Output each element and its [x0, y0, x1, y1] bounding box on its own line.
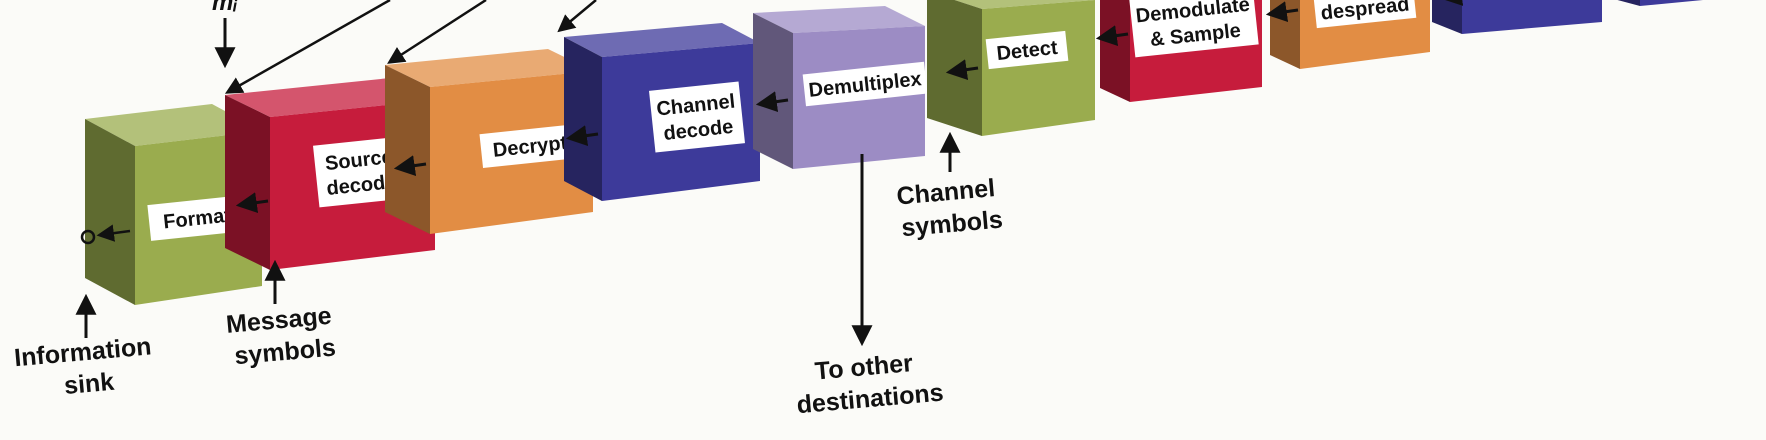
cube-chain: FormatSourcedecodeDecryptChanneldecodeDe… — [85, 0, 1703, 305]
cube-label-box — [985, 30, 1069, 70]
cube-front-face — [1640, 0, 1703, 6]
annotation-information-sink: Information sink — [13, 293, 162, 404]
cube-top-face — [225, 78, 435, 117]
flow-arrow — [393, 155, 427, 177]
feedback-line-format — [224, 0, 391, 94]
cube-top-face — [385, 49, 593, 87]
svg-text:Information sink: Information sink — [13, 332, 162, 404]
cube-demultiplex: Demultiplex — [753, 6, 928, 169]
message-symbols-line-2: symbols — [233, 334, 336, 371]
feedback-line-source-decode — [387, 0, 487, 64]
cube-front-face — [982, 0, 1095, 136]
channel-symbols-line-2: symbols — [900, 206, 1003, 243]
information-sink-line-2: sink — [63, 368, 115, 400]
cube-label-box — [649, 81, 745, 153]
flow-arrow — [755, 91, 789, 113]
cube-label-box — [1313, 0, 1417, 29]
information-sink-terminal — [80, 224, 131, 245]
feedback-lines — [224, 0, 597, 94]
svg-text:Channel symbols: Channel symbols — [895, 173, 1005, 242]
cube-label-box — [802, 61, 928, 107]
cube-top-face — [753, 6, 925, 33]
cube-source-decode: Sourcedecode — [225, 78, 435, 270]
cube-label-box — [147, 195, 247, 241]
cube-side-face — [1617, 0, 1640, 6]
channel-symbols-line-1: Channel — [895, 174, 996, 210]
cube-despread: despread — [1270, 0, 1430, 69]
feedback-line-decrypt — [557, 0, 597, 33]
svg-text:Message symbols: Message symbols — [225, 301, 342, 371]
cube-top-face — [564, 23, 760, 57]
cube-label-box — [479, 123, 581, 169]
cube-label-box — [313, 136, 407, 208]
cube-side-face — [564, 37, 602, 201]
cube-detect: Detect — [927, 0, 1095, 136]
to-other-destinations-line-1: To other — [814, 349, 914, 385]
cube-side-face — [225, 95, 270, 270]
cube-demodulate-sample: Demodulate& Sample — [1100, 0, 1262, 102]
cube-channel-decode: Channeldecode — [564, 23, 760, 201]
svg-text:To other destinations: To other destinations — [793, 347, 945, 420]
cube-side-face — [85, 119, 135, 305]
message-symbols-line-1: Message — [225, 302, 333, 339]
sink-arrow — [96, 224, 131, 242]
cube-format: Format — [85, 104, 262, 305]
top-label-fragment: m̂ᵢ — [212, 0, 237, 16]
cube-side-face — [385, 65, 430, 234]
cube-next-block — [1432, 0, 1602, 34]
cube-side-face — [753, 13, 793, 169]
cube-side-face — [1100, 0, 1130, 102]
top-label-fragment-group: m̂ᵢ — [212, 0, 237, 69]
cube-top-face — [85, 104, 262, 146]
cube-decrypt: Decrypt — [385, 49, 593, 234]
flow-arrow — [1095, 25, 1129, 47]
information-sink-line-1: Information — [13, 332, 152, 372]
sink-circle — [80, 229, 96, 245]
flow-arrow — [235, 192, 269, 214]
cube-top-face — [954, 0, 1095, 9]
cube-side-face — [1432, 0, 1462, 34]
flow-arrow — [1265, 1, 1299, 23]
flow-arrow — [565, 125, 599, 147]
cube-edge-block — [1617, 0, 1703, 6]
flow-arrow — [945, 59, 979, 81]
cube-label-box — [1129, 0, 1259, 58]
cube-front-face — [1462, 0, 1602, 34]
